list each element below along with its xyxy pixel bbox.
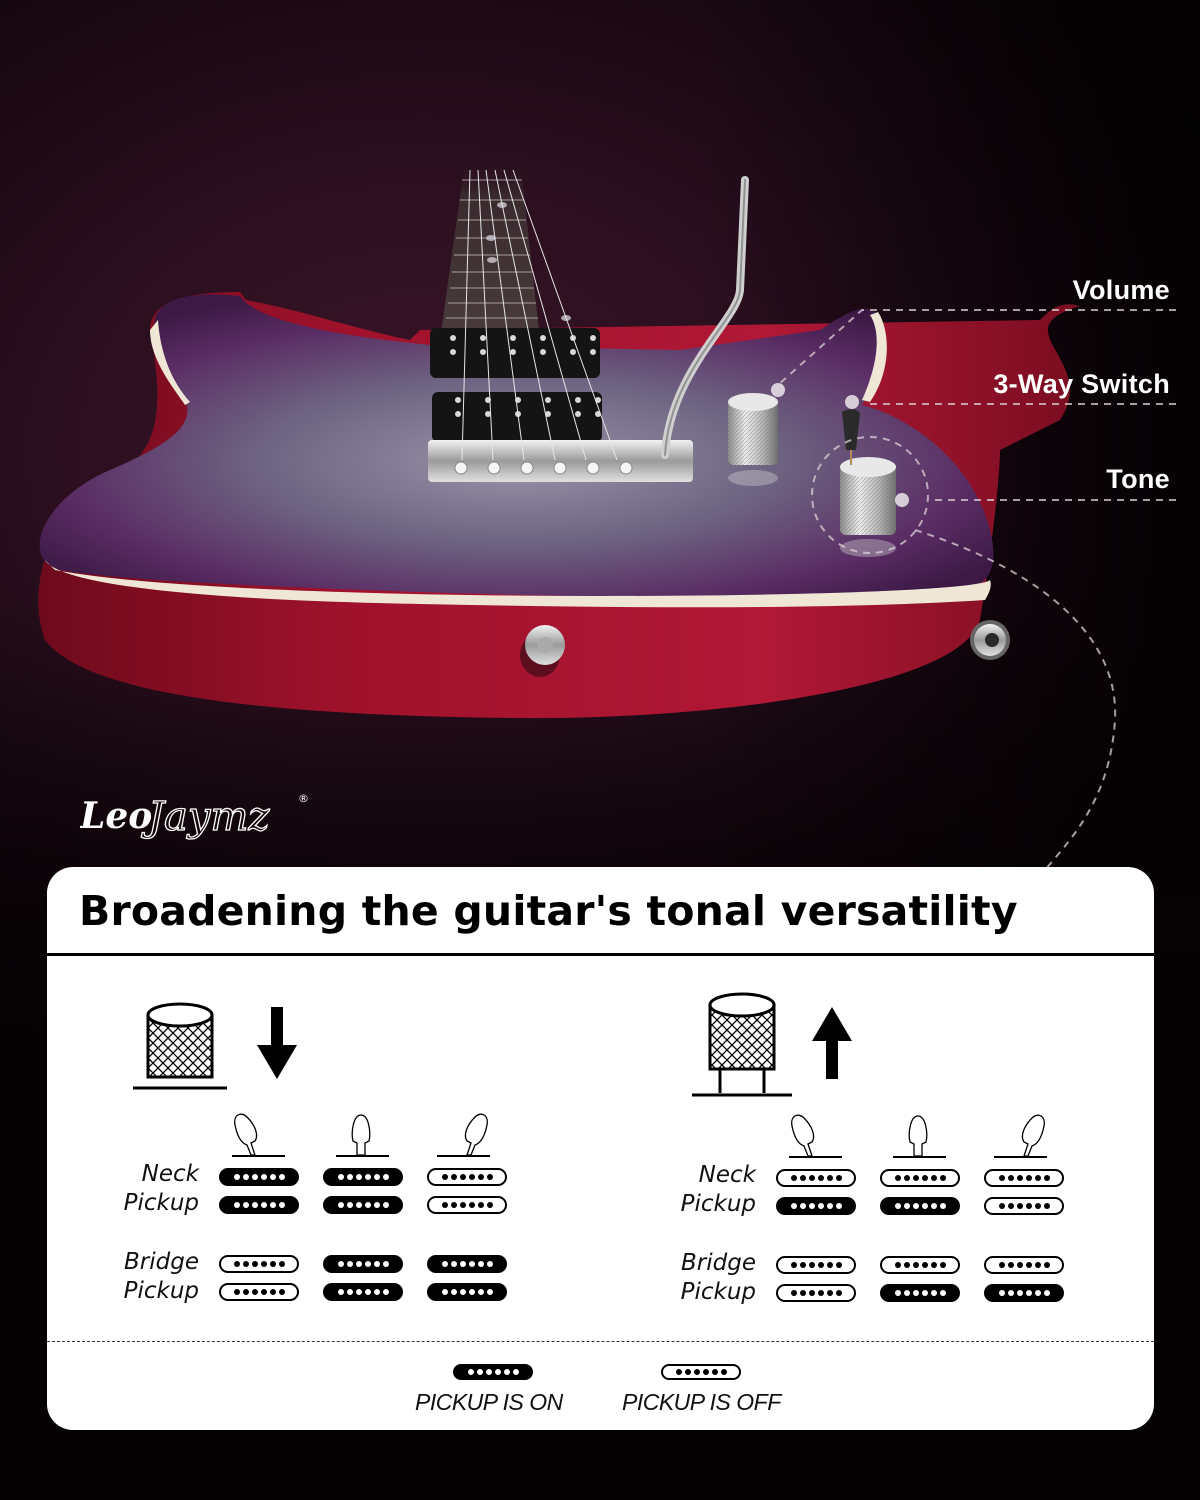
row-label-bridge: Bridge	[681, 1250, 756, 1276]
row-label-bridge-pickup: Pickup	[123, 1278, 199, 1304]
legend-off-icon	[661, 1364, 741, 1380]
left-bridge-coil2-pos2	[323, 1283, 403, 1301]
switch-left-icon	[789, 1114, 842, 1158]
tone-versatility-card: Broadening the guitar's tonal versatilit…	[47, 867, 1154, 1430]
switch-right-icon	[994, 1114, 1047, 1158]
panel-knob-pulled-up: Neck Pickup Bridge Pickup	[681, 967, 1154, 1327]
right-bridge-coil1-pos1	[776, 1256, 856, 1274]
tremolo-bridge	[428, 440, 693, 482]
strap-button	[520, 625, 565, 677]
row-label-neck-pickup: Pickup	[123, 1190, 199, 1216]
card-title: Broadening the guitar's tonal versatilit…	[79, 887, 1018, 935]
callout-three-way-switch: 3-Way Switch	[993, 369, 1170, 399]
right-neck-coil2-pos2	[880, 1197, 960, 1215]
legend-divider	[47, 1341, 1154, 1342]
left-bridge-coil2-pos1	[219, 1283, 299, 1301]
switch-right-icon	[437, 1113, 490, 1157]
right-bridge-coil1-pos3	[984, 1256, 1064, 1274]
guitar-neck	[440, 160, 540, 340]
right-neck-coil1-pos2	[880, 1169, 960, 1187]
right-neck-coil2-pos3	[984, 1197, 1064, 1215]
row-label-neck-pickup: Pickup	[680, 1191, 756, 1217]
left-neck-coil1-pos2	[323, 1168, 403, 1186]
right-bridge-coil2-pos2	[880, 1284, 960, 1302]
row-label-bridge: Bridge	[124, 1249, 199, 1275]
registered-mark: ®	[298, 792, 309, 805]
callout-volume: Volume	[1072, 275, 1170, 305]
output-jack	[970, 620, 1010, 660]
row-label-neck: Neck	[698, 1162, 756, 1188]
tone-knob	[840, 457, 896, 557]
left-neck-coil2-pos2	[323, 1196, 403, 1214]
logo-leo: Leo	[80, 795, 152, 837]
guitar-image	[38, 160, 1176, 870]
right-neck-coil2-pos1	[776, 1197, 856, 1215]
logo-jaymz: Jaymz	[141, 794, 270, 840]
row-label-neck: Neck	[141, 1161, 199, 1187]
up-arrow-icon	[812, 1007, 852, 1079]
switch-center-icon	[893, 1115, 946, 1158]
left-bridge-coil1-pos1	[219, 1255, 299, 1273]
right-bridge-coil1-pos2	[880, 1256, 960, 1274]
volume-knob	[728, 393, 778, 486]
down-arrow-icon	[257, 1007, 297, 1079]
right-bridge-coil2-pos3	[984, 1284, 1064, 1302]
knob-up-icon	[692, 992, 792, 1097]
left-bridge-coil2-pos3	[427, 1283, 507, 1301]
left-neck-coil2-pos1	[219, 1196, 299, 1214]
three-way-switch	[842, 409, 860, 465]
left-bridge-coil1-pos2	[323, 1255, 403, 1273]
legend-off-label: PICKUP IS OFF	[622, 1389, 781, 1415]
guitar-binding	[45, 560, 991, 608]
right-neck-coil1-pos3	[984, 1169, 1064, 1187]
card-divider	[47, 953, 1154, 956]
left-neck-coil1-pos3	[427, 1168, 507, 1186]
callout-tone: Tone	[1106, 464, 1170, 494]
brand-logo: Leo Jaymz ®	[79, 780, 320, 860]
row-label-bridge-pickup: Pickup	[680, 1279, 756, 1305]
legend-on-label: PICKUP IS ON	[415, 1389, 563, 1415]
knob-down-icon	[133, 1002, 227, 1090]
right-neck-coil1-pos1	[776, 1169, 856, 1187]
panel-knob-pushed-down: Neck Pickup Bridge Pickup	[124, 967, 627, 1327]
left-neck-coil2-pos3	[427, 1196, 507, 1214]
left-neck-coil1-pos1	[219, 1168, 299, 1186]
bridge-pickup	[432, 392, 602, 442]
switch-left-icon	[232, 1113, 285, 1157]
switch-center-icon	[336, 1114, 389, 1157]
legend-on-icon	[453, 1364, 533, 1380]
right-bridge-coil2-pos1	[776, 1284, 856, 1302]
left-bridge-coil1-pos3	[427, 1255, 507, 1273]
